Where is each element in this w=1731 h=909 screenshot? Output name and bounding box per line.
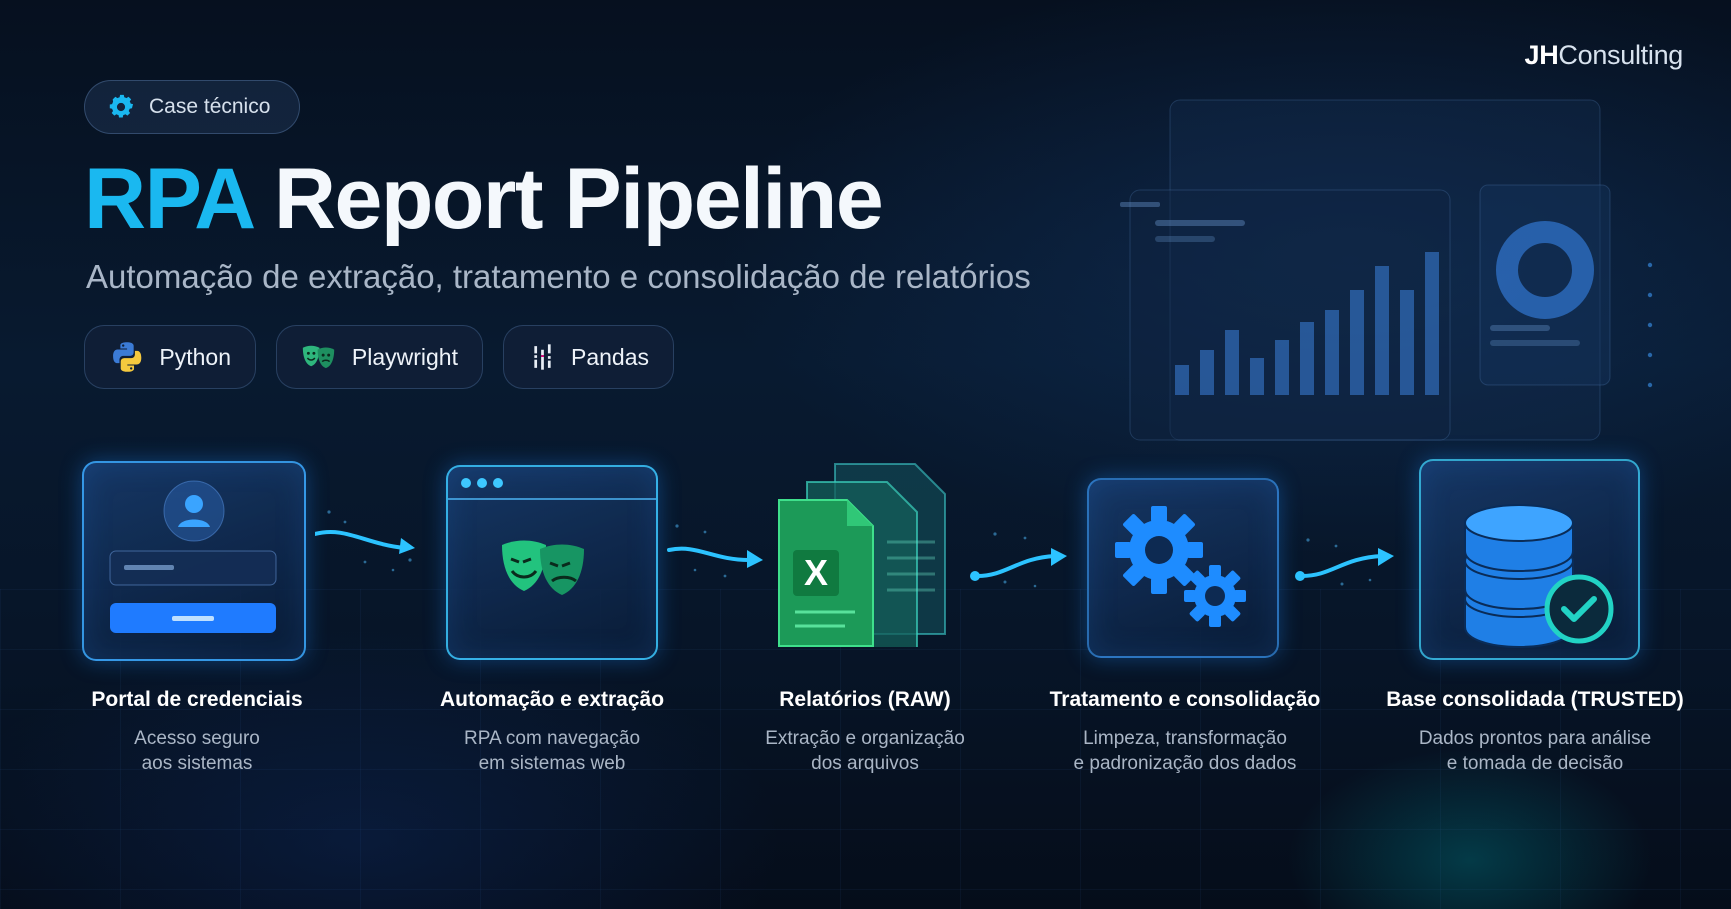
tech-stack: Python Playwright Pandas xyxy=(84,325,674,389)
step-card-gears xyxy=(1087,478,1279,658)
gears-icon xyxy=(1115,506,1246,627)
python-icon xyxy=(113,342,142,372)
login-form-icon xyxy=(109,480,277,633)
step-title: Base consolidada (TRUSTED) xyxy=(1386,688,1684,711)
flow-arrow-2 xyxy=(667,524,763,578)
step-title: Automação e extração xyxy=(439,688,665,711)
excel-files-icon: X xyxy=(778,463,946,647)
step-card-database xyxy=(1419,459,1640,660)
step-card-portal xyxy=(82,461,306,661)
flow-arrow-1 xyxy=(315,510,415,572)
brand-logo: JHConsulting xyxy=(1524,40,1684,70)
tech-chip-python: Python xyxy=(84,325,256,389)
tech-chip-playwright: Playwright xyxy=(276,325,483,389)
step-title: Portal de credenciais xyxy=(91,688,303,711)
gear-icon xyxy=(109,94,134,118)
step-title: Relatórios (RAW) xyxy=(779,688,951,711)
step-title: Tratamento e consolidação xyxy=(1049,688,1321,711)
tech-chip-pandas: Pandas xyxy=(503,325,674,389)
page-subtitle: Automação de extração, tratamento e cons… xyxy=(86,258,1031,295)
badge-label: Case técnico xyxy=(149,95,271,118)
tech-label-python: Python xyxy=(159,343,231,370)
flow-arrow-4 xyxy=(1295,538,1394,586)
step-card-browser xyxy=(446,465,658,660)
case-badge: Case técnico xyxy=(84,80,300,134)
tech-label-pandas: Pandas xyxy=(570,343,649,370)
dashboard-illustration xyxy=(1120,99,1653,441)
tech-label-playwright: Playwright xyxy=(351,343,458,370)
step-text-processing: Tratamento e consolidação Limpeza, trans… xyxy=(1025,688,1345,776)
flow-arrow-3 xyxy=(970,532,1067,588)
svg-text:X: X xyxy=(804,552,828,593)
pandas-icon xyxy=(534,344,551,370)
browser-masks-icon xyxy=(448,478,656,595)
step-text-trusted: Base consolidada (TRUSTED) Dados prontos… xyxy=(1375,688,1695,776)
database-check-icon xyxy=(1464,504,1614,649)
page-title: RPA Report Pipeline xyxy=(84,151,884,247)
playwright-icon xyxy=(302,345,335,369)
